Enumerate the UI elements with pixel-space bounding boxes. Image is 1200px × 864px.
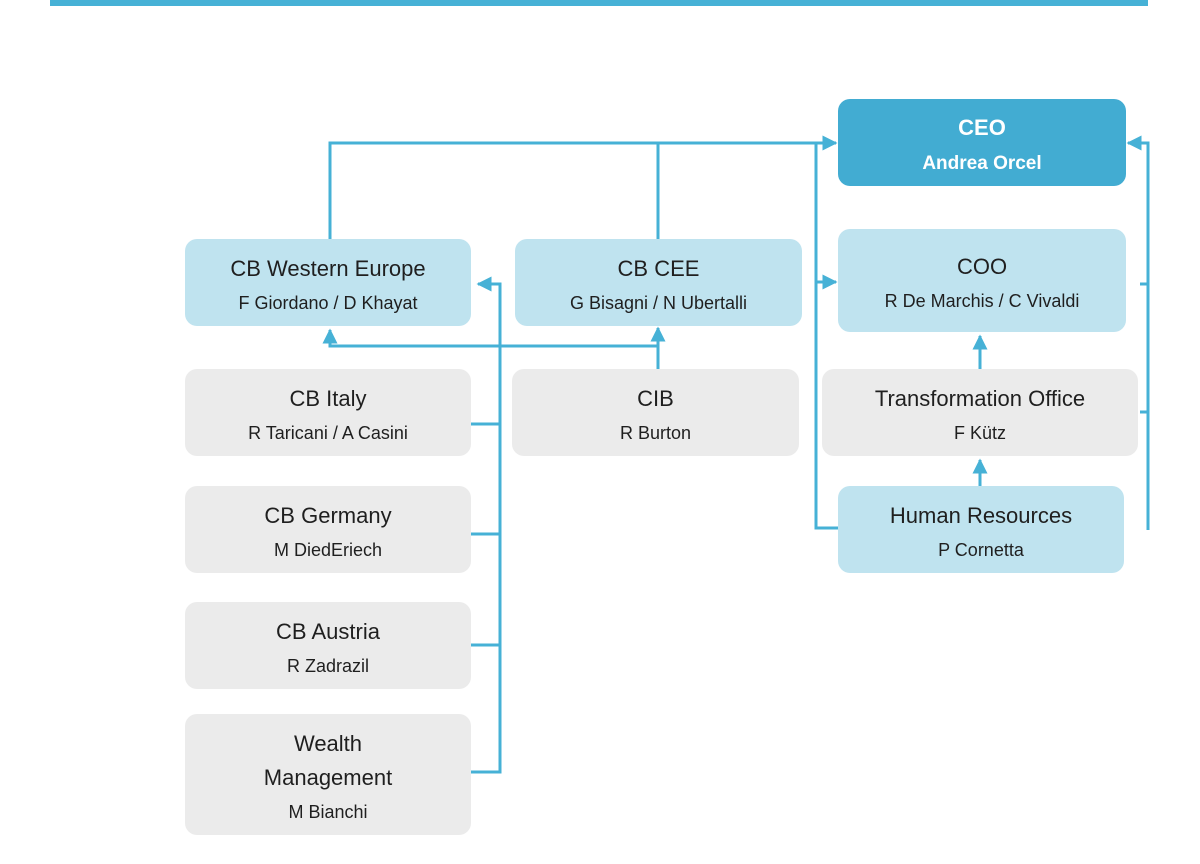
coo-box: COO R De Marchis / C Vivaldi bbox=[838, 229, 1126, 332]
connector-right-rail bbox=[1126, 135, 1150, 530]
coo-name: R De Marchis / C Vivaldi bbox=[884, 290, 1080, 311]
cb-austria-name: R Zadrazil bbox=[286, 655, 370, 676]
cb-western-europe-box: CB Western Europe F Giordano / D Khayat bbox=[185, 239, 471, 326]
cb-germany-title: CB Germany bbox=[264, 502, 392, 528]
connector-cib-to-cbwe bbox=[322, 328, 658, 348]
cb-germany-box: CB Germany M DiedEriech bbox=[185, 486, 471, 573]
wealth-management-box: Wealth Management M Bianchi bbox=[185, 714, 471, 835]
ceo-name: Andrea Orcel bbox=[922, 152, 1042, 174]
coo-title: COO bbox=[956, 253, 1008, 279]
human-resources-name: P Cornetta bbox=[938, 539, 1024, 560]
cb-cee-name: G Bisagni / N Ubertalli bbox=[569, 292, 748, 313]
ceo-title: CEO bbox=[958, 114, 1006, 140]
transformation-office-box: Transformation Office F Kütz bbox=[822, 369, 1138, 456]
wealth-management-name: M Bianchi bbox=[288, 801, 368, 822]
cib-title: CIB bbox=[637, 385, 674, 411]
cb-austria-box: CB Austria R Zadrazil bbox=[185, 602, 471, 689]
transformation-office-name: F Kütz bbox=[953, 422, 1006, 443]
wealth-management-title: Wealth Management bbox=[263, 730, 393, 790]
cb-cee-box: CB CEE G Bisagni / N Ubertalli bbox=[515, 239, 802, 326]
cib-name: R Burton bbox=[619, 422, 692, 443]
top-rule bbox=[50, 0, 1148, 6]
connector-countries-rail bbox=[471, 276, 502, 774]
cb-cee-title: CB CEE bbox=[617, 255, 700, 281]
cb-western-europe-title: CB Western Europe bbox=[230, 255, 426, 281]
cib-box: CIB R Burton bbox=[512, 369, 799, 456]
cb-germany-name: M DiedEriech bbox=[273, 539, 383, 560]
transformation-office-title: Transformation Office bbox=[874, 385, 1086, 411]
connector-cbwe-to-ceo bbox=[328, 135, 838, 239]
cb-western-europe-name: F Giordano / D Khayat bbox=[238, 292, 418, 313]
cb-italy-name: R Taricani / A Casini bbox=[248, 422, 408, 443]
ceo-box: CEO Andrea Orcel bbox=[838, 99, 1126, 186]
connector-left-rail bbox=[814, 143, 838, 530]
cb-austria-title: CB Austria bbox=[276, 618, 380, 644]
cb-italy-box: CB Italy R Taricani / A Casini bbox=[185, 369, 471, 456]
human-resources-title: Human Resources bbox=[889, 502, 1073, 528]
cb-italy-title: CB Italy bbox=[289, 385, 367, 411]
human-resources-box: Human Resources P Cornetta bbox=[838, 486, 1124, 573]
